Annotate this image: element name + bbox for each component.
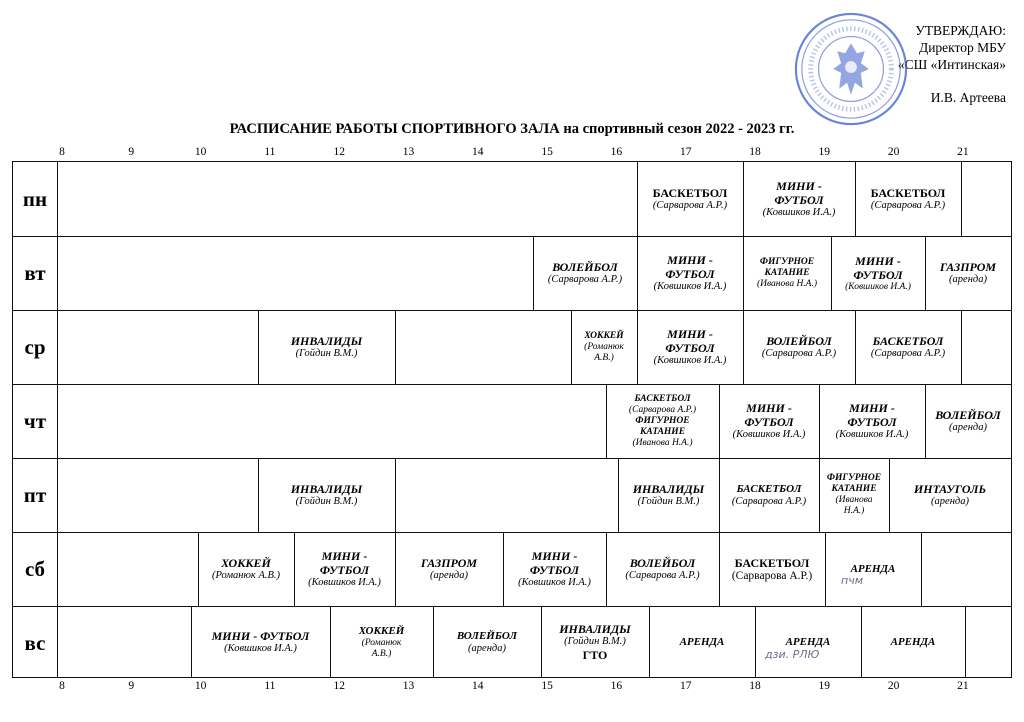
schedule-cell: МИНИ - ФУТБОЛ(Ковшиков И.А.) <box>762 179 836 218</box>
schedule-cell: АРЕНДА <box>785 635 831 648</box>
schedule-cell: ФИГУРНОЕ КАТАНИЕ(Иванова Н.А.) <box>756 256 818 289</box>
hour-label: 20 <box>887 680 900 692</box>
schedule-cell: ИНВАЛИДЫ(Гойдин В.М.) <box>290 482 363 507</box>
schedule-cell: ИНВАЛИДЫ(Гойдин В.М.) ГТО <box>559 621 631 662</box>
schedule-cell: БАСКЕТБОЛ(Сарварова А.Р.) <box>870 186 946 211</box>
handwritten-note: пчм <box>841 574 863 587</box>
schedule-cell: АРЕНДА <box>679 635 725 648</box>
hour-label: 9 <box>128 680 135 692</box>
hour-label: 18 <box>749 680 761 692</box>
schedule-cell: МИНИ - ФУТБОЛ(Ковшиков И.А.) <box>211 628 310 654</box>
hour-label: 12 <box>333 146 345 158</box>
day-label: пт <box>23 482 47 507</box>
day-label: чт <box>23 408 47 433</box>
schedule-cell: ГАЗПРОМ(аренда) <box>939 260 997 285</box>
hour-label: 10 <box>194 680 207 692</box>
schedule-row: чт БАСКЕТБОЛ(Сарварова А.Р.) ФИГУРНОЕ КА… <box>13 384 1011 458</box>
day-label: пн <box>22 186 48 211</box>
hour-label: 8 <box>59 146 65 158</box>
schedule-cell: МИНИ - ФУТБОЛ(Ковшиков И.А.) <box>732 401 806 440</box>
schedule-cell: АРЕНДА <box>890 635 936 648</box>
hour-label: 16 <box>610 680 623 692</box>
hour-label: 14 <box>472 146 484 158</box>
schedule-row: вт ВОЛЕЙБОЛ(Сарварова А.Р.) МИНИ - ФУТБО… <box>13 236 1011 310</box>
page-title: РАСПИСАНИЕ РАБОТЫ СПОРТИВНОГО ЗАЛА на сп… <box>229 121 795 137</box>
schedule-cell: МИНИ - ФУТБОЛ(Ковшиков И.А.) <box>653 327 727 366</box>
hour-label: 15 <box>541 680 553 692</box>
day-label: сб <box>24 556 46 581</box>
schedule-cell: БАСКЕТБОЛ(Сарварова А.Р.) <box>731 483 807 507</box>
hour-label: 13 <box>402 680 415 692</box>
schedule-cell: ВОЛЕЙБОЛ(Сарварова А.Р.) <box>547 260 623 285</box>
hour-label: 17 <box>679 146 692 158</box>
day-label: ср <box>24 334 46 359</box>
approval-block: УТВЕРЖДАЮ: Директор МБУ «СШ «Интинская» … <box>898 22 1006 106</box>
day-label: вс <box>24 630 46 655</box>
schedule-cell: ХОККЕЙ(Романюк А.В.) <box>358 624 405 659</box>
schedule-cell: ВОЛЕЙБОЛ(аренда) <box>935 408 1001 433</box>
schedule-cell: МИНИ - ФУТБОЛ(Ковшиков И.А.) <box>308 549 381 588</box>
hour-label: 11 <box>264 146 276 158</box>
hour-scale-bottom: 8 9 10 11 12 13 14 15 16 17 18 19 20 21 <box>0 680 1024 694</box>
schedule-cell: ВОЛЕЙБОЛ(аренда) <box>456 629 518 654</box>
round-stamp-icon <box>794 12 908 126</box>
schedule-cell: БАСКЕТБОЛ(Сарварова А.Р.) <box>731 556 813 582</box>
schedule-row: пт ИНВАЛИДЫ(Гойдин В.М.) ИНВАЛИДЫ(Гойдин… <box>13 458 1011 532</box>
hour-label: 10 <box>194 146 207 158</box>
schedule-cell: МИНИ - ФУТБОЛ(Ковшиков И.А.) <box>835 401 909 440</box>
schedule-cell: МИНИ - ФУТБОЛ(Ковшиков И.А.) <box>653 253 727 292</box>
schedule-cell: МИНИ - ФУТБОЛ(Ковшиков И.А.) <box>518 549 591 588</box>
hour-label: 18 <box>749 146 761 158</box>
hour-label: 12 <box>333 680 345 692</box>
schedule-cell: ИНТАУГОЛЬ(аренда) <box>913 482 987 507</box>
schedule-cell: ХОККЕЙ(Романюк А.В.) <box>584 330 624 363</box>
approval-line: «СШ «Интинская» <box>897 57 1006 72</box>
schedule-row: пн БАСКЕТБОЛ(Сарварова А.Р.) МИНИ - ФУТБ… <box>13 162 1011 236</box>
hour-label: 8 <box>59 680 65 692</box>
schedule-cell: МИНИ - ФУТБОЛ(Ковшиков И.А.) <box>845 253 911 292</box>
hour-label: 21 <box>957 146 969 158</box>
hour-label: 17 <box>679 680 692 692</box>
schedule-cell: БАСКЕТБОЛ(Сарварова А.Р.) <box>652 186 728 211</box>
hour-label: 15 <box>541 146 553 158</box>
approval-line: УТВЕРЖДАЮ: <box>915 23 1006 38</box>
hour-label: 9 <box>128 146 135 158</box>
approval-line: Директор МБУ <box>919 40 1006 55</box>
hour-label: 20 <box>887 146 900 158</box>
hour-scale-top: 8 9 10 11 12 13 14 15 16 17 18 19 20 21 <box>0 146 1024 160</box>
schedule-cell: ВОЛЕЙБОЛ(Сарварова А.Р.) <box>761 334 837 359</box>
schedule-row: вс МИНИ - ФУТБОЛ(Ковшиков И.А.) ХОККЕЙ(Р… <box>13 606 1011 680</box>
schedule-row: сб ХОККЕЙ(Романюк А.В.) МИНИ - ФУТБОЛ(Ко… <box>13 532 1011 606</box>
day-label: вт <box>24 260 46 285</box>
hour-label: 19 <box>818 146 831 158</box>
schedule-table: пн БАСКЕТБОЛ(Сарварова А.Р.) МИНИ - ФУТБ… <box>12 161 1012 678</box>
schedule-cell: ГАЗПРОМ(аренда) <box>420 556 478 581</box>
schedule-cell: ФИГУРНОЕ КАТАНИЕ(Иванова Н.А.) <box>826 473 882 516</box>
approval-signer: И.В. Артеева <box>930 90 1006 105</box>
hour-label: 13 <box>402 146 415 158</box>
schedule-cell: ХОККЕЙ(Романюк А.В.) <box>211 556 281 581</box>
hour-label: 21 <box>957 680 969 692</box>
hour-label: 16 <box>610 146 623 158</box>
schedule-cell: ВОЛЕЙБОЛ(Сарварова А.Р.) <box>625 556 700 581</box>
handwritten-note: дзи. РЛЮ <box>765 648 820 661</box>
schedule-cell: ИНВАЛИДЫ(Гойдин В.М.) <box>632 482 705 507</box>
schedule-row: ср ИНВАЛИДЫ(Гойдин В.М.) ХОККЕЙ(Романюк … <box>13 310 1011 384</box>
hour-label: 11 <box>264 680 276 692</box>
hour-label: 14 <box>472 680 484 692</box>
schedule-cell: БАСКЕТБОЛ(Сарварова А.Р.) ФИГУРНОЕ КАТАН… <box>628 393 697 448</box>
hour-label: 19 <box>818 680 831 692</box>
schedule-cell: ИНВАЛИДЫ(Гойдин В.М.) <box>290 334 363 359</box>
schedule-cell: АРЕНДА <box>850 563 896 575</box>
schedule-cell: БАСКЕТБОЛ(Сарварова А.Р.) <box>870 334 946 359</box>
